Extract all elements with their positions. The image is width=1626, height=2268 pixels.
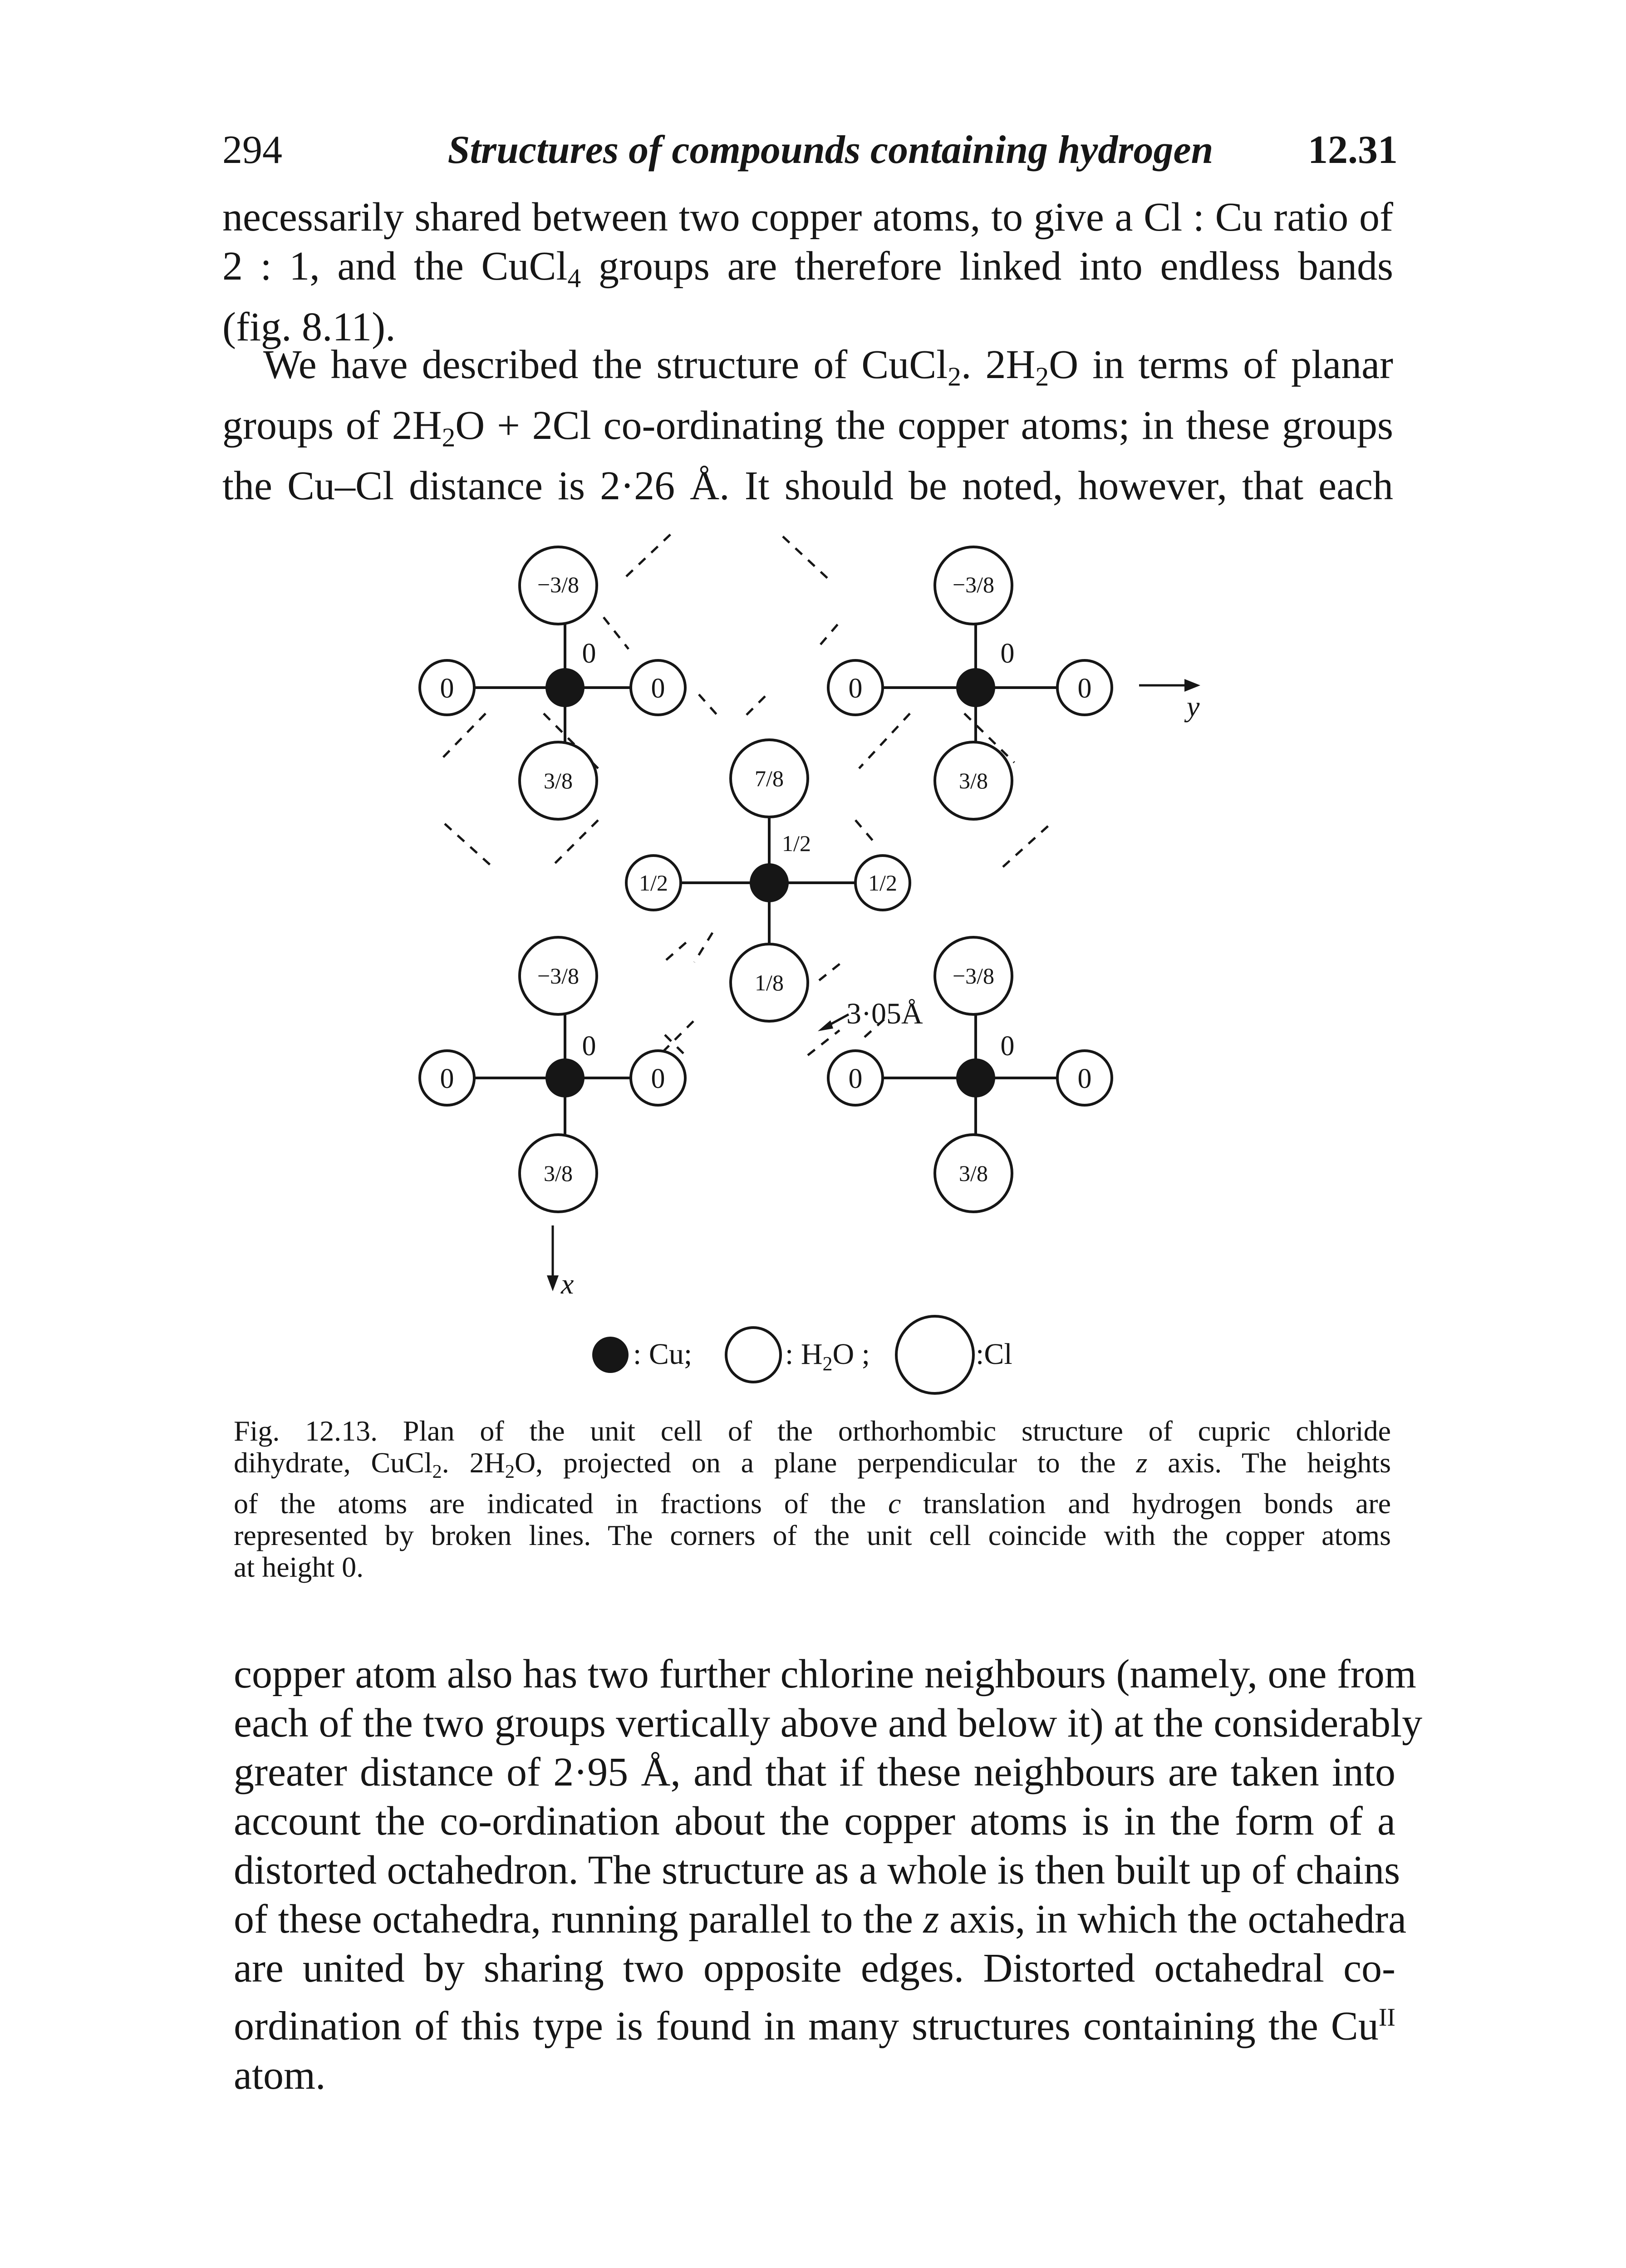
- axis-y-label: y: [1184, 690, 1200, 723]
- text-run: axis. The heights: [1168, 1446, 1391, 1479]
- caption-line-4: represented by broken lines. The corners…: [234, 1519, 1391, 1551]
- paragraph-2-line-3: the Cu–Cl distance is 2·26 Å. It should …: [222, 463, 1393, 509]
- subscript: 2: [948, 361, 961, 392]
- page-number: 294: [222, 128, 282, 172]
- text-run: . 2H: [961, 342, 1036, 387]
- subscript: 2: [505, 1461, 515, 1482]
- legend: : Cu; : H2O ; :Cl: [592, 1315, 1012, 1395]
- height-label: −3/8: [537, 572, 579, 597]
- subscript: 2: [442, 422, 456, 453]
- text-run: O in terms of planar: [1049, 342, 1393, 387]
- legend-cu-symbol: [592, 1337, 629, 1373]
- paragraph-2-line-2: groups of 2H2O + 2Cl co-ordinating the c…: [222, 401, 1393, 462]
- height-label: 3/8: [959, 768, 988, 793]
- text-run: We have described the structure of CuCl: [263, 342, 948, 387]
- height-label: 1/8: [755, 970, 784, 995]
- paragraph-3-line-9: atom.: [234, 2052, 326, 2098]
- superscript: II: [1378, 2003, 1395, 2032]
- text-run: 2 : 1, and the CuCl: [222, 244, 568, 289]
- height-label: 0: [651, 1063, 665, 1094]
- height-label: 1/2: [782, 831, 811, 856]
- legend-cu-label: : Cu;: [633, 1338, 692, 1371]
- paragraph-1-line-1: necessarily shared between two copper at…: [222, 195, 1393, 240]
- cu-height-label: 0: [582, 638, 596, 669]
- height-label: 7/8: [755, 766, 784, 791]
- unit-cell-diagram: −3/8 −3/8 3/8 3/8 7/8 1/8 −3/8 −3/8 3/8 …: [418, 532, 1200, 1395]
- running-header: 294 Structures of compounds containing h…: [222, 127, 1398, 186]
- paragraph-3-line-2: each of the two groups vertically above …: [234, 1701, 1423, 1746]
- legend-h2o-label: : H2O ;: [785, 1338, 870, 1375]
- y-axis-arrow: y: [1139, 679, 1200, 723]
- height-label: 3/8: [544, 768, 573, 793]
- text-run: translation and hydrogen bonds are: [923, 1487, 1391, 1520]
- paragraph-3-line-1: copper atom also has two further chlorin…: [234, 1652, 1416, 1697]
- zero-height-labels: 0 0 0 0 0 0 0 0 0 0 0 0: [440, 638, 1092, 1094]
- paragraph-3-line-6: of these octahedra, running parallel to …: [234, 1895, 1406, 1944]
- paragraph-3-line-7: are united by sharing two opposite edges…: [234, 1946, 1395, 1991]
- text-run: ordination of this type is found in many…: [234, 2003, 1379, 2049]
- paragraph-3: copper atom also has two further chlorin…: [234, 1650, 1423, 2100]
- text-run: of these octahedra, running parallel to …: [234, 1897, 913, 1942]
- height-label: 3/8: [959, 1161, 988, 1186]
- text-run: . 2H: [442, 1446, 505, 1479]
- cu-height-label: 0: [1001, 638, 1015, 669]
- figure-caption: Fig. 12.13. Plan of the unit cell of the…: [234, 1415, 1391, 1583]
- caption-line-1: Fig. 12.13. Plan of the unit cell of the…: [234, 1415, 1391, 1447]
- paragraph-1-line-3: (fig. 8.11).: [222, 304, 396, 349]
- subscript: 2: [432, 1461, 442, 1482]
- height-label: 0: [440, 1063, 454, 1094]
- italic-run: z: [1136, 1446, 1148, 1479]
- x-axis-arrow: x: [547, 1225, 574, 1300]
- copper-atoms: [545, 668, 995, 1097]
- height-label: 0: [440, 673, 454, 704]
- text-run: dihydrate, CuCl: [234, 1446, 432, 1479]
- paragraph-3-line-3: greater distance of 2·95 Å, and that if …: [234, 1750, 1395, 1795]
- distance-annotation: 3·05Å: [818, 997, 923, 1031]
- height-label: 1/2: [868, 870, 897, 895]
- height-label: −3/8: [953, 572, 994, 597]
- cl-atom-circles: [518, 546, 1013, 1213]
- text-run: groups are therefore linked into endless…: [581, 244, 1394, 289]
- legend-cl-label: :Cl: [976, 1338, 1012, 1371]
- caption-line-5: at height 0.: [234, 1550, 364, 1583]
- height-label: 0: [849, 673, 863, 704]
- text-run: O, projected on a plane perpendicular to…: [514, 1446, 1116, 1479]
- caption-line-3: of the atoms are indicated in fractions …: [234, 1487, 1391, 1520]
- paragraph-2: We have described the structure of CuCl2…: [222, 340, 1393, 511]
- cu-height-label: 0: [1001, 1031, 1015, 1062]
- text-run: groups of 2H: [222, 403, 442, 448]
- paragraph-3-line-8: ordination of this type is found in many…: [234, 1993, 1395, 2051]
- cu-height-label: 0: [582, 1031, 596, 1062]
- paragraph-3-line-5: distorted octahedron. The structure as a…: [234, 1848, 1400, 1893]
- paragraph-3-line-4: account the co-ordination about the copp…: [234, 1799, 1395, 1844]
- height-label: 1/2: [639, 870, 668, 895]
- running-title: Structures of compounds containing hydro…: [447, 128, 1213, 172]
- legend-cl-symbol: [895, 1315, 975, 1395]
- paragraph-1-line-2: 2 : 1, and the CuCl4 groups are therefor…: [222, 242, 1393, 303]
- caption-line-2: dihydrate, CuCl2. 2H2O, projected on a p…: [234, 1447, 1391, 1488]
- water-molecules: [418, 659, 1113, 1107]
- italic-run: z: [923, 1897, 939, 1942]
- height-label: 3/8: [544, 1161, 573, 1186]
- italic-run: c: [888, 1487, 901, 1520]
- axis-x-label: x: [560, 1268, 574, 1300]
- legend-h2o-symbol: [725, 1326, 782, 1383]
- section-number: 12.31: [1308, 128, 1398, 172]
- paragraph-1: necessarily shared between two copper at…: [222, 193, 1393, 352]
- subscript: 2: [1035, 361, 1049, 392]
- height-label: −3/8: [953, 963, 994, 989]
- text-run: of the atoms are indicated in fractions …: [234, 1487, 866, 1520]
- paragraph-2-line-1: We have described the structure of CuCl2…: [222, 340, 1393, 401]
- text-run: O + 2Cl co-ordinating the copper atoms; …: [455, 403, 1393, 448]
- hydrogen-bonds: [442, 532, 1051, 1056]
- height-label: 0: [1078, 1063, 1092, 1094]
- height-label: 0: [651, 673, 665, 704]
- height-label: 0: [1078, 673, 1092, 704]
- text-run: axis, in which the octahedra: [949, 1897, 1407, 1942]
- height-labels: −3/8 −3/8 3/8 3/8 7/8 1/8 −3/8 −3/8 3/8 …: [537, 572, 994, 1186]
- height-label: −3/8: [537, 963, 579, 989]
- height-label: 0: [849, 1063, 863, 1094]
- distance-label: 3·05Å: [846, 997, 923, 1030]
- subscript: 4: [567, 263, 581, 293]
